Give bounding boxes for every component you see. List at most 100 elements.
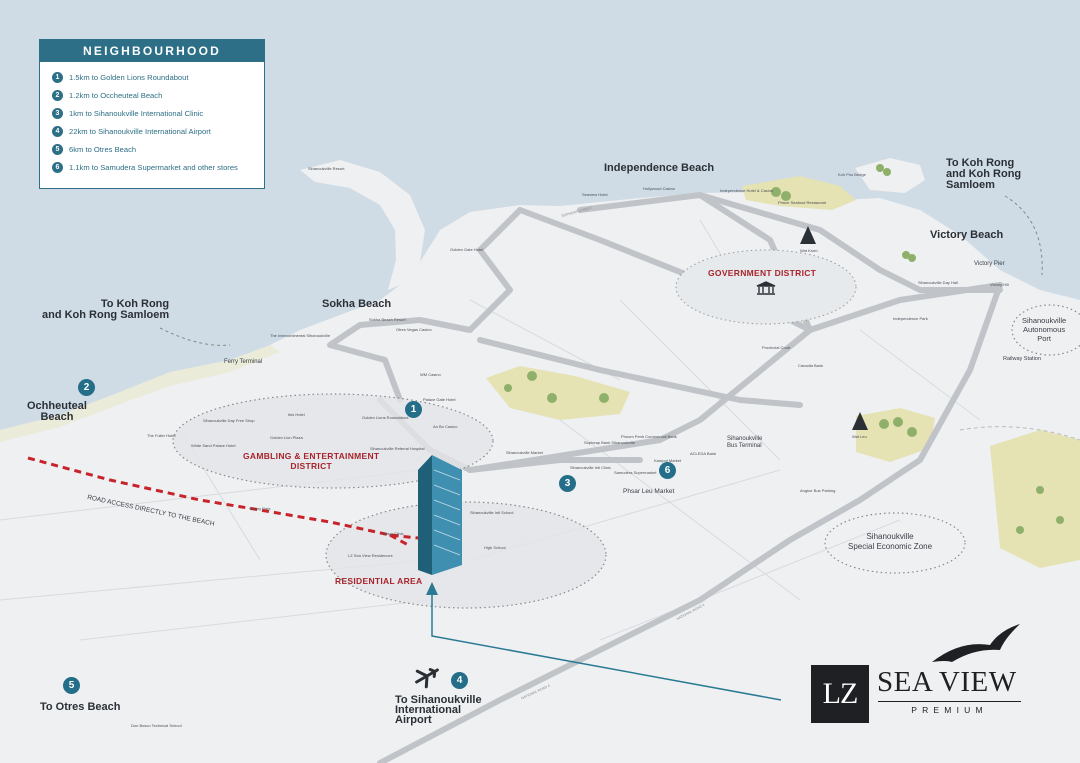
logo-bird-icon bbox=[932, 624, 1020, 662]
label-line: Sihanoukville bbox=[1022, 316, 1067, 325]
label-line: and Koh Rong Samloem bbox=[42, 309, 170, 321]
poi-label: Canadia Bank bbox=[798, 363, 824, 368]
poi-label: Wat Krom bbox=[800, 248, 818, 253]
label-gambling-district: GAMBLING & ENTERTAINMENT DISTRICT bbox=[243, 451, 379, 471]
poi-label: Otres Vegas Casino bbox=[396, 327, 432, 332]
label-otres-beach: To Otres Beach bbox=[40, 701, 121, 713]
legend-item: 4 22km to Sihanoukville International Air… bbox=[52, 122, 264, 140]
poi-label: Mayo Clinic bbox=[383, 531, 404, 536]
label-line: Bus Terminal bbox=[727, 443, 762, 449]
rail-line bbox=[959, 426, 1080, 441]
poi-label: Golden Lions Roundabout bbox=[362, 415, 409, 420]
label-koh-rong-left: To Koh Rong and Koh Rong Samloem bbox=[42, 299, 169, 321]
label-autonomous-port: Sihanoukville Autonomous Port bbox=[1022, 316, 1066, 343]
poi-label: LZ Sea View Residences bbox=[348, 553, 393, 558]
label-line: and Koh Rong bbox=[946, 168, 1022, 180]
label-line: Autonomous bbox=[1023, 325, 1066, 334]
poi-label: Independence Hotel & Casino bbox=[720, 188, 774, 193]
label-line: Airport bbox=[395, 714, 432, 726]
label-line: Samloem bbox=[946, 179, 995, 191]
poi-label: The Fuller Hotel bbox=[147, 433, 176, 438]
label-line: Sihanoukville bbox=[727, 436, 763, 442]
label-airport: To Sihanoukville International Airport bbox=[395, 695, 482, 726]
major-roads bbox=[327, 192, 1003, 763]
poi-label: Sihanoukville Intl School bbox=[470, 510, 514, 515]
government-building-icon bbox=[756, 281, 776, 295]
park-2 bbox=[486, 366, 630, 420]
lz-tower bbox=[418, 455, 462, 575]
label-line: Ochheuteal bbox=[27, 400, 87, 412]
label-line: DISTRICT bbox=[290, 461, 333, 471]
legend-item-text: 1.2km to Occheuteal Beach bbox=[69, 90, 163, 100]
beach-access-road bbox=[27, 456, 419, 540]
marker-3[interactable]: 3 bbox=[559, 475, 576, 492]
residential-zone bbox=[325, 501, 607, 609]
trees bbox=[504, 164, 1064, 534]
wat-leu-icon bbox=[852, 412, 868, 430]
sez-zone bbox=[824, 512, 966, 574]
poi-label: High School bbox=[484, 545, 506, 550]
poi-label: Sihanoukville Intl Clinic bbox=[570, 465, 611, 470]
label-ochheuteal-beach: Ochheuteal Beach bbox=[27, 401, 87, 423]
poi-label: Angkor Bus Parking bbox=[800, 488, 836, 493]
label-line: To Koh Rong bbox=[100, 298, 170, 310]
marker-4[interactable]: 4 bbox=[451, 672, 468, 689]
poi-label: Sihanoukville Day Hall bbox=[918, 280, 958, 285]
legend-item-text: 1.5km to Golden Lions Roundabout bbox=[69, 72, 189, 82]
poi-label: Sihanoukville Market bbox=[506, 450, 543, 455]
poi-label: Sihanoukville Day Free Shop bbox=[203, 418, 255, 423]
peninsula bbox=[300, 160, 425, 290]
label-koh-rong-right: To Koh Rong and Koh Rong Samloem bbox=[946, 158, 1021, 191]
poi-label: Sihanoukville Referral Hospital bbox=[370, 446, 425, 451]
legend-item-text: 1.1km to Samudera Supermarket and other … bbox=[69, 162, 238, 172]
marker-6[interactable]: 6 bbox=[659, 462, 676, 479]
legend-number-badge: 5 bbox=[52, 143, 63, 155]
legend-item: 2 1.2km to Occheuteal Beach bbox=[52, 86, 264, 104]
marker-1[interactable]: 1 bbox=[405, 401, 422, 418]
label-sokha-beach: Sokha Beach bbox=[322, 298, 392, 310]
poi-label: Hollywood Casino bbox=[643, 186, 676, 191]
park-3 bbox=[856, 408, 935, 462]
legend-number-badge: 4 bbox=[52, 125, 63, 137]
label-ferry-terminal: Ferry Terminal bbox=[224, 359, 263, 365]
sea bbox=[0, 0, 1080, 430]
label-victory-pier: Victory Pier bbox=[974, 261, 1005, 267]
poi-label: Palace Gate Hotel bbox=[423, 397, 456, 402]
label-line: Special Economic Zone bbox=[848, 542, 933, 551]
poi-label: Samudera Supermarket bbox=[614, 470, 657, 475]
label-line: Sihanoukville bbox=[866, 532, 914, 541]
legend-number-badge: 2 bbox=[52, 89, 63, 101]
label-line: Beach bbox=[40, 411, 74, 423]
coast-sand bbox=[0, 345, 280, 442]
label-line: GAMBLING & ENTERTAINMENT bbox=[243, 451, 380, 461]
label-independence-beach: Independence Beach bbox=[604, 162, 715, 174]
legend-number-badge: 3 bbox=[52, 107, 63, 119]
location-pointer-line bbox=[431, 590, 782, 701]
legend-item-text: 6km to Otres Beach bbox=[69, 144, 137, 154]
poi-label: Seaview Hotel bbox=[582, 192, 608, 197]
poi-label: Sihanoukville Resort bbox=[308, 166, 345, 171]
park-1 bbox=[742, 176, 856, 210]
ferry-route-right bbox=[1004, 195, 1043, 276]
poi-label: Koh Pos Bridge bbox=[838, 172, 866, 177]
poi-label: Provincial Court bbox=[762, 345, 791, 350]
marker-5[interactable]: 5 bbox=[63, 677, 80, 694]
label-line: Port bbox=[1037, 334, 1051, 343]
location-pointer-arrowhead bbox=[426, 582, 438, 595]
marker-2[interactable]: 2 bbox=[78, 379, 95, 396]
poi-label: Ibis Hotel bbox=[288, 412, 305, 417]
poi-label: Don Bosco Technical School bbox=[131, 723, 182, 728]
logo-divider bbox=[878, 701, 1021, 702]
legend-item-text: 1km to Sihanoukville International Clini… bbox=[69, 108, 204, 118]
poi-label: Golden Lion Plaza bbox=[270, 435, 303, 440]
port-zone bbox=[1011, 304, 1080, 356]
label-victory-beach: Victory Beach bbox=[930, 229, 1004, 241]
label-sez: Sihanoukville Special Economic Zone bbox=[848, 532, 932, 552]
poi-label: Victory Hill bbox=[990, 282, 1009, 287]
legend-title: NEIGHBOURHOOD bbox=[40, 40, 264, 62]
legend-item: 3 1km to Sihanoukville International Clin… bbox=[52, 104, 264, 122]
legend-item-text: 22km to Sihanoukville International Airp… bbox=[69, 126, 211, 136]
poi-label: White Sand Palace Hotel bbox=[191, 443, 236, 448]
